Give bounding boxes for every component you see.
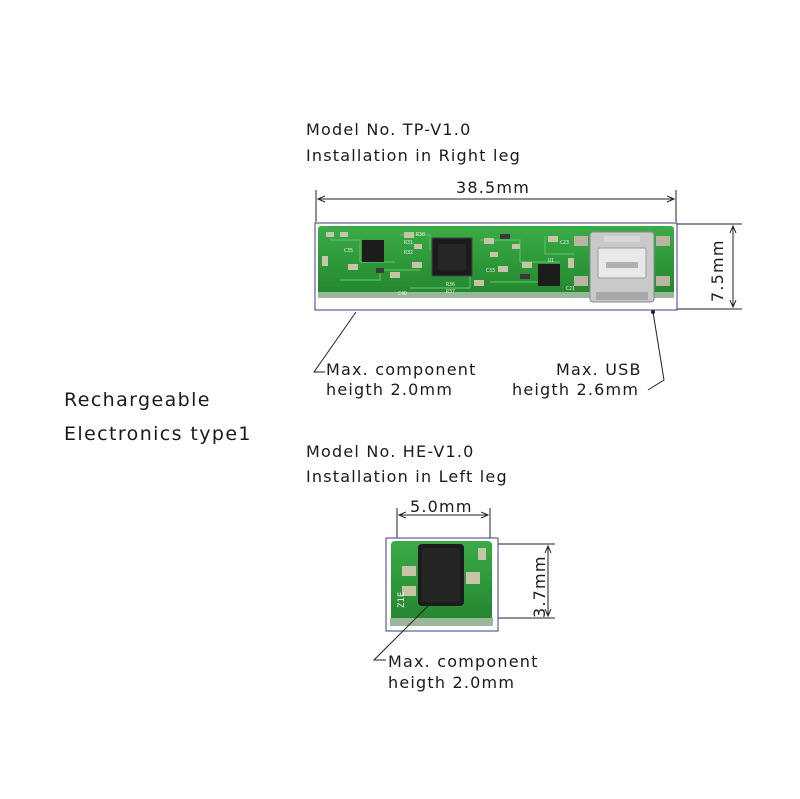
title-line1: Rechargeable	[64, 389, 211, 411]
tp-chip-u3	[538, 264, 560, 286]
tp-usb-leader	[647, 311, 665, 391]
he-component-leader	[372, 601, 433, 661]
tp-silk-u1: U1	[548, 258, 554, 264]
tp-usb-leader-dot	[651, 310, 655, 314]
he-model-label: Model No. HE-V1.0	[306, 442, 475, 461]
he-pcb-board: Z1E	[385, 537, 499, 632]
tp-silk-r36: R36	[446, 282, 455, 288]
tp-silk-r37: R37	[446, 289, 455, 295]
tp-silk-r31: R31	[404, 240, 413, 246]
tp-chip-u2	[362, 240, 384, 262]
he-component-note-line1: Max. component	[388, 652, 539, 671]
tp-usb-note-line2: heigth 2.6mm	[512, 380, 640, 399]
he-width-dimension-line	[396, 508, 491, 540]
tp-silk-r32: R32	[404, 250, 413, 256]
he-pad-1	[402, 566, 416, 576]
he-installation-label: Installation in Left leg	[306, 467, 508, 486]
tp-component-note-line2: heigth 2.0mm	[326, 380, 454, 399]
he-pad-3	[466, 572, 480, 584]
tp-height-dimension-line	[676, 223, 742, 310]
tp-silk-r30: R30	[416, 232, 425, 238]
he-pad-2	[402, 586, 416, 596]
he-component-note-line2: heigth 2.0mm	[388, 673, 516, 692]
tp-model-label: Model No. TP-V1.0	[306, 120, 472, 139]
he-width-dimension: 5.0mm	[410, 497, 473, 516]
tp-silk-c4d: C4D	[398, 291, 407, 297]
title-line2: Electronics type1	[64, 423, 252, 445]
tp-silk-c21: C21	[566, 286, 575, 292]
tp-silk-c23: C23	[560, 240, 569, 246]
he-silk-label: Z1E	[397, 592, 407, 608]
tp-usb-connector	[574, 231, 670, 303]
he-height-dimension-line	[498, 543, 555, 619]
tp-pcb-board: R30 R31 R32 C35 C23 R36 R37 C33 C4D U1 C…	[314, 222, 678, 311]
tp-component-leader	[313, 311, 357, 373]
tp-width-dimension: 38.5mm	[456, 178, 530, 197]
tp-installation-label: Installation in Right leg	[306, 146, 522, 165]
tp-usb-note-line1: Max. USB	[556, 360, 642, 379]
tp-silk-c35: C35	[344, 248, 353, 254]
tp-component-note-line1: Max. component	[326, 360, 477, 379]
tp-silk-c33: C33	[486, 268, 495, 274]
tp-width-dimension-line	[315, 190, 677, 222]
